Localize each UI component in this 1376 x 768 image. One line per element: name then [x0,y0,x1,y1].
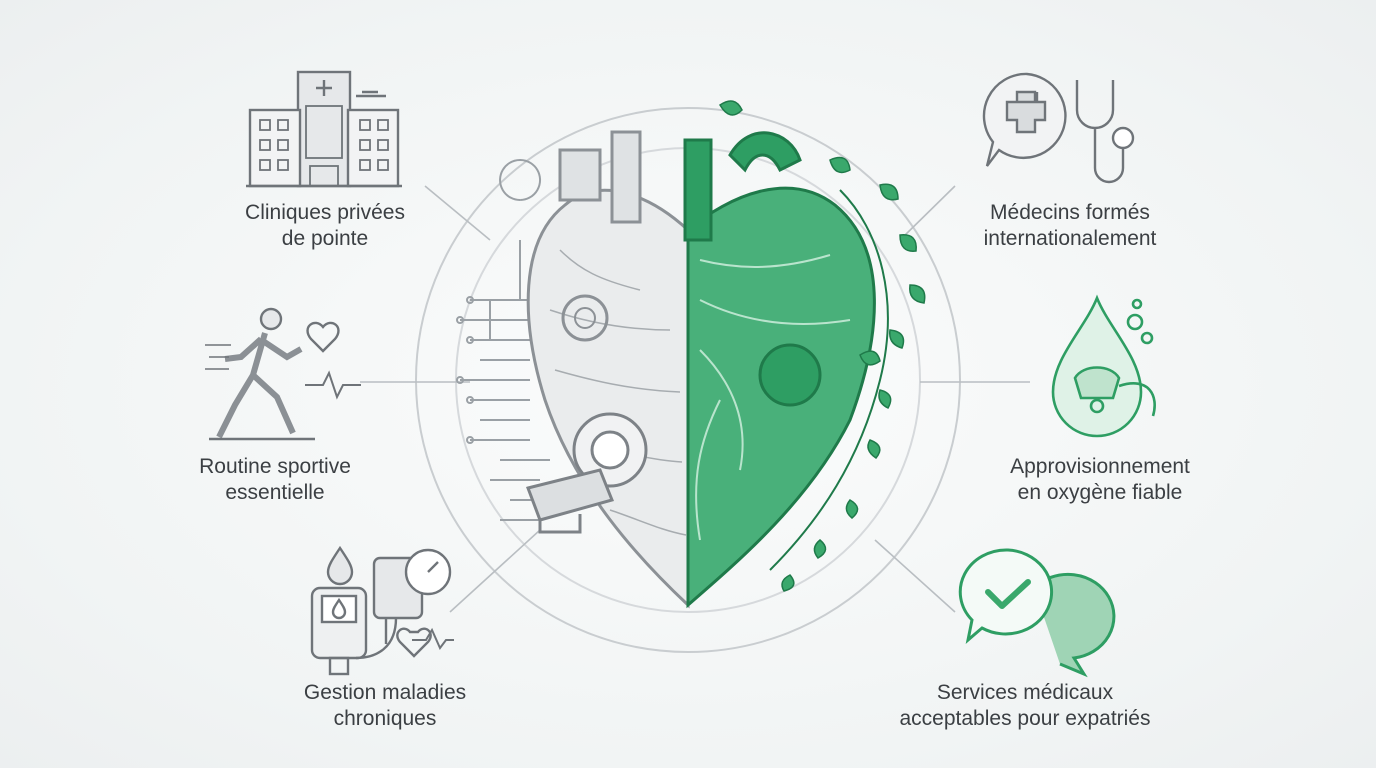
connector-lines [360,185,1030,613]
label-oxygen-line-1: Approvisionnement [1010,455,1190,478]
label-clinics-line-2: de pointe [281,227,369,250]
runner-heartbeat-icon [205,307,361,441]
mri-scanner-icon [526,412,648,534]
connector-services [874,539,956,613]
label-sport: Routine sportive essentielle [150,454,400,506]
connector-chronic [449,529,541,613]
checkmark-chat-bubble-icon [958,548,1116,678]
label-doctors: Médecins formés internationalement [940,200,1200,252]
label-services: Services médicaux acceptables pour expat… [870,680,1180,732]
label-chronic-line-2: chroniques [333,707,437,730]
oxygen-drop-mask-icon [1051,294,1156,438]
label-clinics-line-1: Cliniques privées [245,201,405,224]
label-doctors-line-1: Médecins formés [990,201,1150,224]
connector-doctors [899,185,956,241]
medical-cross-stethoscope-icon [982,72,1135,184]
label-chronic: Gestion maladies chroniques [260,680,510,732]
label-clinics: Cliniques privées de pointe [200,200,450,252]
leaf-vines [718,100,926,592]
label-sport-line-1: Routine sportive [199,455,351,478]
hospital-building-icon [246,70,402,188]
connector-clinics [424,185,491,241]
label-services-line-2: acceptables pour expatriés [899,707,1151,730]
label-sport-line-2: essentielle [225,481,325,504]
label-doctors-line-2: internationalement [983,227,1157,250]
label-chronic-line-1: Gestion maladies [303,681,467,704]
tech-nature-heart-icon [456,100,926,609]
label-oxygen: Approvisionnement en oxygène fiable [970,454,1230,506]
label-oxygen-line-2: en oxygène fiable [1017,481,1183,504]
label-services-line-1: Services médicaux [936,681,1114,704]
glucometer-blood-pressure-icon [310,545,454,676]
